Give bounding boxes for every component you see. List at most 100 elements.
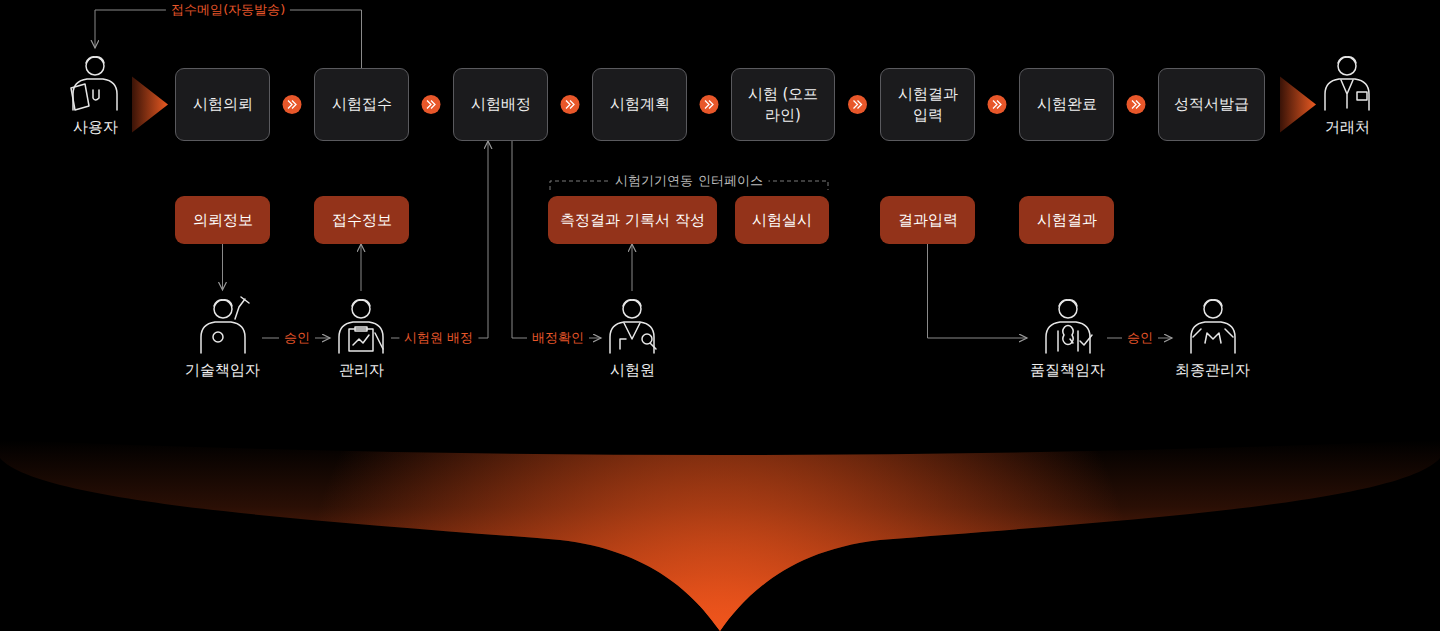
glow-core (0, 440, 1440, 631)
role-figure: 사용자 (67, 50, 123, 137)
chevron-mark (854, 101, 862, 109)
node-text: 시험의뢰 (193, 94, 253, 115)
process-box: 시험완료 (1019, 68, 1114, 141)
flow-chevron (422, 95, 441, 114)
process-box: 시험 (오프라인) (731, 68, 835, 141)
data-box: 시험결과 (1019, 196, 1114, 244)
role-accent (349, 327, 383, 351)
chevron-mark (705, 101, 713, 109)
node-text: 시험결과 입력 (893, 84, 963, 126)
node-text: 의뢰정보 (193, 211, 253, 230)
chevron-dot (700, 95, 719, 114)
head (1059, 300, 1077, 318)
person-strokes (71, 57, 117, 110)
person-strokes (201, 297, 249, 353)
chevron-dot (1127, 95, 1146, 114)
person-strokes (1191, 300, 1235, 353)
shoulders (1046, 322, 1090, 353)
hair (214, 300, 232, 306)
chevron-mark (288, 101, 296, 109)
flow-chevron (848, 95, 867, 114)
glow-shape (0, 440, 1440, 631)
chevron-mark (993, 101, 1001, 109)
node-text: 거래처 (1325, 118, 1370, 137)
flow-triangle (1280, 77, 1316, 133)
head (1338, 57, 1356, 75)
role-figure: 최종관리자 (1175, 293, 1250, 380)
data-box: 의뢰정보 (175, 196, 270, 244)
node-text: 측정결과 기록서 작성 (560, 211, 705, 230)
node-text: 접수정보 (332, 211, 392, 230)
hair (1204, 300, 1222, 306)
edge-label: 승인 (1122, 330, 1158, 347)
person-icon (1040, 293, 1096, 355)
role-accent (213, 297, 249, 342)
node-text: 성적서발급 (1174, 94, 1249, 115)
head (1204, 300, 1222, 318)
head (352, 300, 370, 318)
chevron-mark (427, 101, 435, 109)
node-text: 시험계획 (610, 94, 670, 115)
chevron-dot (422, 95, 441, 114)
node-text: 최종관리자 (1175, 361, 1250, 380)
node-text: 기술책임자 (185, 361, 260, 380)
person-icon (1185, 293, 1241, 355)
edge-label: 승인 (279, 330, 315, 347)
process-box: 시험의뢰 (175, 68, 270, 141)
person-icon (1319, 50, 1375, 112)
node-text: 사용자 (73, 118, 118, 137)
data-box: 접수정보 (314, 196, 409, 244)
node-text: 시험접수 (332, 94, 392, 115)
hair (352, 300, 370, 306)
role-accent (620, 323, 656, 349)
flow-chevron (700, 95, 719, 114)
role-accent (1058, 325, 1092, 351)
person-strokes (610, 300, 656, 353)
head (86, 57, 104, 75)
hair (623, 300, 641, 306)
head (623, 300, 641, 318)
data-box: 결과입력 (880, 196, 975, 244)
connector (632, 244, 633, 291)
data-box: 측정결과 기록서 작성 (548, 196, 717, 244)
process-box: 성적서발급 (1158, 68, 1265, 141)
edge-label: 접수메일(자동발송) (166, 2, 290, 19)
process-box: 시험결과 입력 (880, 68, 975, 141)
node-text: 시험실시 (752, 211, 812, 230)
connector (361, 244, 362, 291)
chevron-dot (283, 95, 302, 114)
edge-label: 배정확인 (527, 330, 589, 347)
role-figure: 시험원 (604, 293, 660, 380)
flow-chevron (561, 95, 580, 114)
connector (95, 10, 362, 68)
chevron-mark (566, 101, 574, 109)
node-text: 시험결과 (1037, 211, 1097, 230)
node-text: 시험원 (610, 361, 655, 380)
hair (1338, 57, 1356, 63)
node-text: 관리자 (339, 361, 384, 380)
connector (928, 244, 1028, 338)
flow-chevron (988, 95, 1007, 114)
shoulders (1191, 322, 1235, 353)
person-strokes (1046, 300, 1092, 353)
group-label: 시험기기연동 인터페이스 (609, 172, 768, 190)
hair (86, 57, 104, 63)
flow-chevron (283, 95, 302, 114)
chevron-dot (561, 95, 580, 114)
head (214, 300, 232, 318)
node-text: 결과입력 (898, 211, 958, 230)
role-figure: 관리자 (333, 293, 389, 380)
node-text: 시험배정 (471, 94, 531, 115)
node-text: 시험 (오프라인) (743, 84, 823, 126)
chevron-dot (848, 95, 867, 114)
person-icon (67, 50, 123, 112)
flow-chevron (1127, 95, 1146, 114)
role-figure: 품질책임자 (1030, 293, 1105, 380)
role-figure: 거래처 (1319, 50, 1375, 137)
node-text: 시험완료 (1037, 94, 1097, 115)
shoulders (1325, 79, 1369, 110)
role-accent (1341, 80, 1367, 108)
process-box: 시험배정 (453, 68, 548, 141)
chevron-dot (988, 95, 1007, 114)
